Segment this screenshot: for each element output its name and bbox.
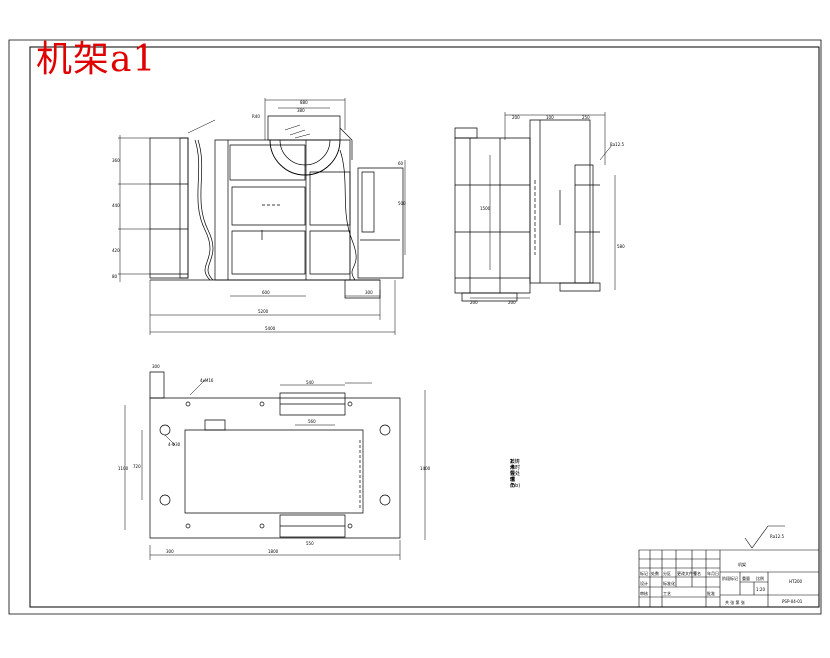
dim-side-bottom-left: 200	[470, 300, 478, 305]
notes-line-2: 2.未注倒角	[510, 459, 516, 489]
tb-row-ratio: 比例	[756, 575, 764, 581]
front-view-dim-text: 880 380 R40 360 440 420 80 60 500 600 30…	[112, 100, 406, 331]
dim-plan-slot-top: 540	[306, 380, 314, 385]
dim-front-overall: 5400	[265, 326, 276, 331]
plan-view-dim-text: 300 4xM16 540 560 1100 720 1400 300 1800…	[118, 364, 431, 554]
front-view-dimensions	[118, 98, 405, 335]
dim-front-left-h1: 360	[112, 158, 120, 163]
dim-front-inner-span: 600	[262, 290, 270, 295]
dim-front-left-h2: 440	[112, 203, 120, 208]
title-label: 机架a1	[36, 39, 157, 80]
plan-view-dimensions	[125, 380, 425, 560]
tb-drawing-no: PSP-04-01	[782, 599, 803, 604]
dim-front-right-tag: 60	[398, 161, 404, 166]
notes-heading: 技术要求	[510, 459, 516, 483]
dim-plan-hole-top: 4xM16	[200, 378, 214, 383]
tb-row-standard: 标准化	[663, 580, 675, 586]
inner-border	[30, 47, 819, 607]
roughness-symbol	[745, 526, 785, 548]
tb-row-approve: 批准	[707, 590, 715, 596]
dim-front-left-h4: 80	[112, 274, 118, 279]
tb-scale: 1:20	[756, 587, 765, 592]
dim-plan-left-top: 300	[152, 364, 160, 369]
dim-side-right-height: 580	[617, 244, 625, 249]
front-view	[150, 116, 403, 298]
tb-row-change-doc: 更改文件号	[677, 570, 697, 576]
dim-front-right-height: 500	[398, 201, 406, 206]
tb-part-name: 机架	[738, 561, 746, 567]
plan-view	[150, 372, 400, 538]
tb-row-stage: 阶段标记	[722, 575, 738, 581]
dim-side-height: 1500	[480, 206, 491, 211]
dim-plan-slot-inner: 560	[308, 419, 316, 424]
dim-side-top-right: 250	[582, 115, 590, 120]
tb-row-sign: 签名	[693, 570, 701, 576]
tb-row-mark: 标记	[640, 570, 648, 576]
dim-plan-right-height: 1400	[420, 466, 431, 471]
title-block-text: 机架 HT200 1:20 PSP-04-01 共 张 第 张 标记 处数 分区…	[640, 561, 803, 605]
title-block	[639, 550, 819, 607]
tb-row-count: 处数	[651, 570, 659, 576]
dim-front-bottom-short: 300	[365, 290, 373, 295]
notes-line-1: 1.铸件时效处理(hb)	[510, 459, 521, 489]
outer-border	[9, 40, 821, 614]
dim-side-roughness: Ra12.5	[610, 142, 625, 147]
dim-front-total-span: 5200	[258, 309, 269, 314]
dim-front-top-inner: 380	[297, 108, 305, 113]
dim-plan-left-bottom: 300	[166, 549, 174, 554]
roughness-label: Ra12.5	[770, 534, 785, 539]
tb-row-review: 审核	[640, 590, 648, 596]
dim-side-bottom-right: 200	[508, 300, 516, 305]
tb-material: HT200	[789, 579, 803, 584]
dim-side-top-mid: 100	[546, 115, 554, 120]
tb-sheet: 共 张 第 张	[725, 599, 745, 605]
tb-row-weight: 重量	[742, 575, 750, 581]
side-view-dimensions	[470, 112, 615, 298]
dim-plan-left-height-inner: 720	[133, 464, 141, 469]
dim-plan-bottom-total: 1800	[268, 549, 279, 554]
dim-plan-hole-note: 4-Φ30	[168, 442, 181, 447]
side-view-dim-text: 200 100 250 1500 580 200 200 Ra12.5	[470, 115, 625, 305]
dim-plan-left-height-outer: 1100	[118, 466, 129, 471]
tb-row-date: 年月日	[707, 570, 719, 576]
dim-side-top-left: 200	[512, 115, 520, 120]
dim-front-left-h3: 420	[112, 248, 120, 253]
dim-front-arc: R40	[252, 114, 260, 119]
dim-front-top-width: 880	[300, 100, 308, 105]
dim-plan-slot-bottom: 550	[306, 541, 314, 546]
side-view	[455, 120, 600, 301]
tb-row-design: 设计	[640, 580, 648, 586]
tb-row-process: 工艺	[663, 591, 671, 596]
tb-row-zone: 分区	[663, 570, 671, 576]
